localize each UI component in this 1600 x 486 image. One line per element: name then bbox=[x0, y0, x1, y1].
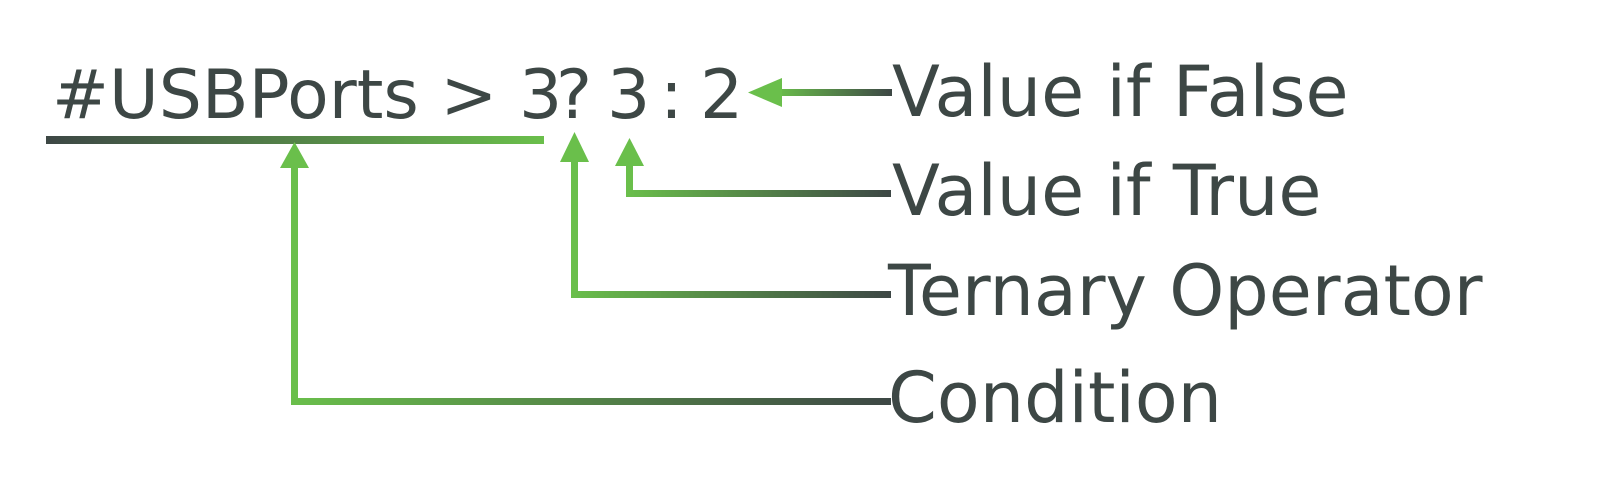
operator-arrow bbox=[560, 132, 891, 298]
label-value-if-true: Value if True bbox=[892, 150, 1322, 232]
condition-arrow bbox=[280, 142, 891, 405]
true-value-arrow bbox=[615, 138, 891, 197]
ternary-operator-symbol: ? bbox=[556, 56, 592, 135]
true-value: 3 bbox=[607, 56, 650, 135]
condition-expression: #USBPorts > 3 bbox=[52, 56, 562, 135]
label-condition: Condition bbox=[888, 357, 1222, 439]
labels: Value if False Value if True Ternary Ope… bbox=[887, 51, 1483, 439]
condition-underline bbox=[46, 136, 544, 144]
false-value: 2 bbox=[700, 56, 743, 135]
separator-colon: : bbox=[660, 56, 683, 135]
false-value-arrow bbox=[748, 78, 892, 107]
expression: #USBPorts > 3 ? 3 : 2 bbox=[52, 56, 743, 135]
label-value-if-false: Value if False bbox=[892, 51, 1349, 133]
label-ternary-operator: Ternary Operator bbox=[887, 250, 1483, 332]
